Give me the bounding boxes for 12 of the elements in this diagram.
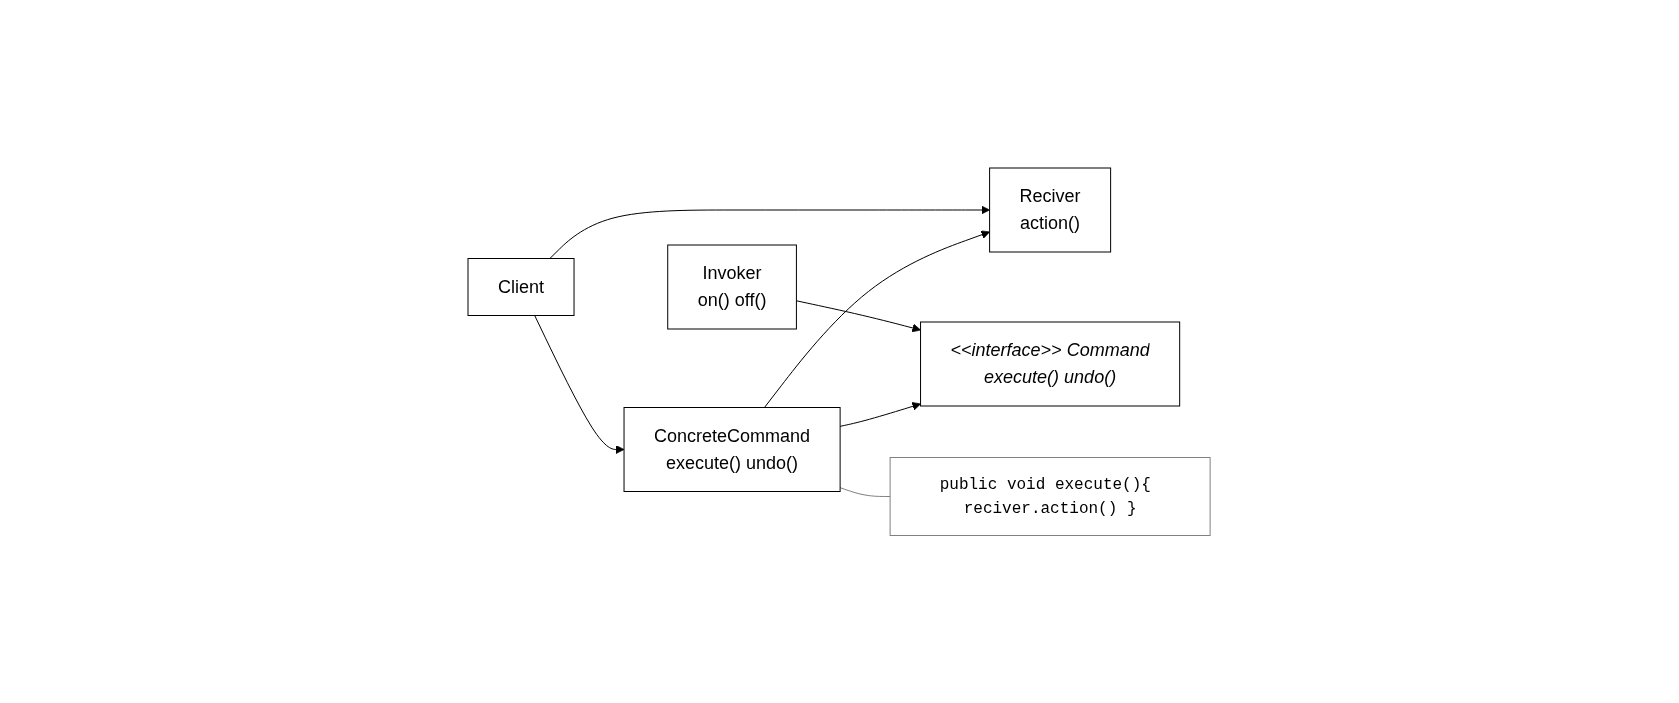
arrow [764,230,991,408]
node-box: Client [467,257,575,316]
arrow [840,401,922,427]
node-box: ConcreteCommand execute() undo() [623,406,842,492]
node-box: Invoker on() off() [667,244,798,330]
node-box: public void execute(){ reciver.action() } [890,456,1212,536]
node-box: <<interface>> Command execute() undo() [920,321,1181,407]
arrow [534,314,625,454]
arrow [796,300,922,332]
arrow [549,205,991,259]
connector [840,486,892,497]
node-box: Reciver action() [989,167,1112,253]
